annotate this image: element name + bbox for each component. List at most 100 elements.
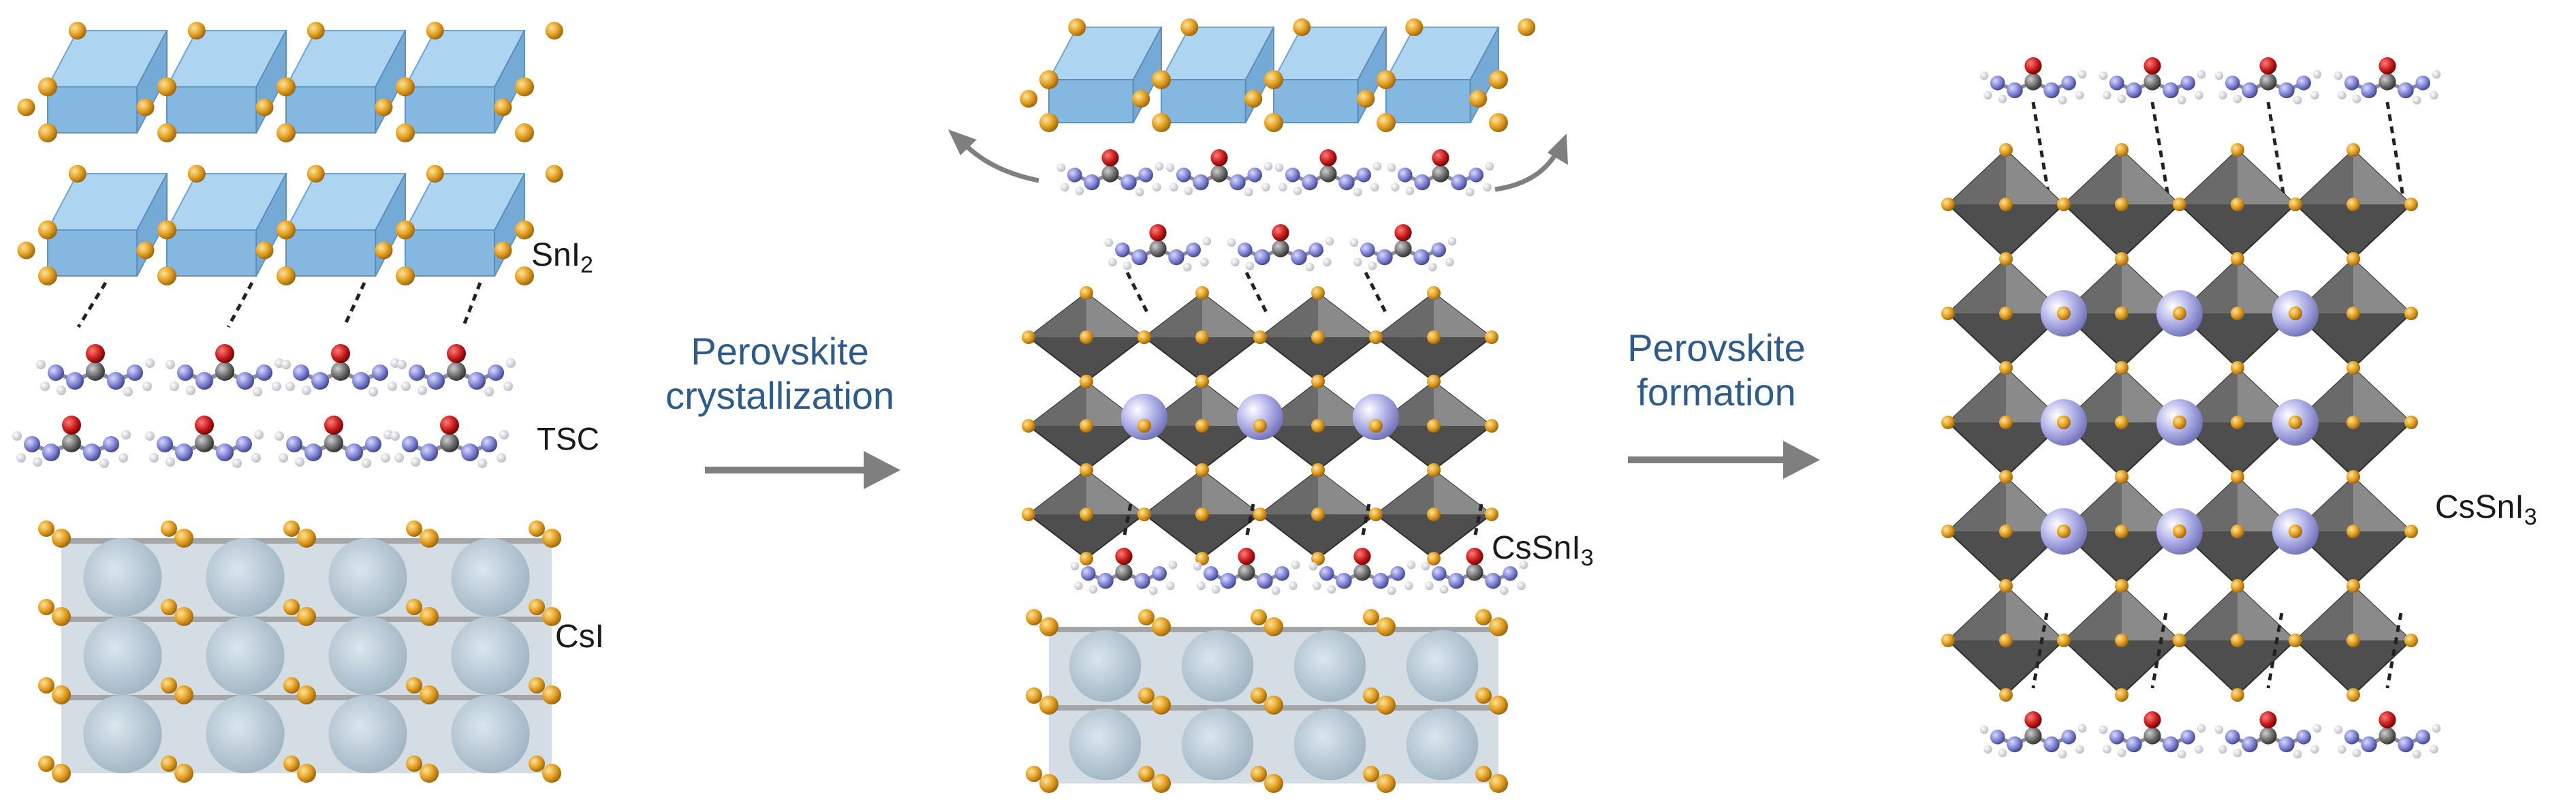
- carbon-atom: [195, 433, 214, 452]
- iodide-ion: [2404, 634, 2418, 647]
- iodide-ion: [1377, 774, 1396, 793]
- carbon-atom: [1319, 165, 1337, 183]
- cesium-ion: [1069, 708, 1142, 781]
- nitrogen-atom: [427, 372, 445, 390]
- right-panel: CsSnI3: [1941, 57, 2537, 759]
- hydrogen-atom: [1323, 258, 1332, 267]
- hydrogen-atom: [381, 453, 390, 463]
- tsc-molecule: [1070, 548, 1178, 595]
- hydrogen-atom: [2310, 91, 2319, 100]
- iodide-ion: [187, 22, 206, 40]
- hydrogen-bond: [1473, 503, 1483, 539]
- tsc-to-sni2-bonds: [76, 281, 482, 328]
- iodide-ion: [2173, 307, 2186, 320]
- oxygen-atom: [1319, 149, 1337, 167]
- sni6-octahedron: [1947, 476, 2065, 587]
- hydrogen-atom: [2412, 95, 2421, 105]
- iodide-ion: [1080, 286, 1093, 300]
- hydrogen-atom: [142, 382, 152, 391]
- nitrogen-atom: [1138, 167, 1153, 183]
- iodide-ion: [1377, 617, 1396, 636]
- nitrogen-atom: [1302, 174, 1318, 191]
- nitrogen-atom: [1247, 167, 1262, 183]
- sni6-octahedron: [2294, 367, 2413, 478]
- sni6-octahedron: [1143, 292, 1261, 383]
- tin-center: [2115, 307, 2129, 320]
- nitrogen-atom: [372, 364, 388, 381]
- hydrogen-atom: [1165, 163, 1175, 172]
- iodide-ion: [2231, 252, 2244, 266]
- cssni3-label-mid: CsSnI3: [1492, 530, 1594, 571]
- iodide-ion: [1377, 113, 1396, 132]
- nitrogen-atom: [1134, 572, 1150, 589]
- hydrogen-bond: [342, 281, 366, 328]
- tsc-molecule: [397, 344, 516, 397]
- iodide-ion: [161, 599, 177, 615]
- iodide-ion: [529, 520, 545, 537]
- nitrogen-atom: [1176, 167, 1191, 183]
- carbon-atom: [2259, 727, 2277, 745]
- oxygen-atom: [195, 416, 214, 435]
- nitrogen-atom: [1338, 174, 1355, 191]
- tsc-molecule: [166, 344, 284, 397]
- nitrogen-atom: [1336, 572, 1352, 589]
- hydrogen-atom: [166, 457, 175, 467]
- iodide-ion: [1489, 70, 1508, 89]
- tsc-molecule: [2214, 57, 2322, 105]
- iodide-ion: [1485, 330, 1498, 344]
- tin-center: [2346, 198, 2360, 211]
- hydrogen-atom: [99, 459, 109, 468]
- nitrogen-atom: [1229, 174, 1246, 191]
- hydrogen-atom: [2412, 749, 2421, 759]
- hydrogen-atom: [121, 430, 131, 439]
- hydrogen-atom: [2058, 95, 2067, 105]
- hydrogen-atom: [1517, 581, 1526, 591]
- nitrogen-atom: [42, 444, 60, 461]
- iodide-ion: [1999, 470, 2013, 484]
- iodide-ion: [1357, 90, 1375, 108]
- iodide-ion: [1137, 508, 1151, 521]
- hydrogen-atom: [1425, 581, 1434, 591]
- tsc-molecules-right-top: [1979, 57, 2441, 205]
- iodide-ion: [1020, 90, 1038, 108]
- detach-arrows: [948, 129, 1568, 192]
- hydrogen-bond: [76, 281, 108, 328]
- nitrogen-atom: [1372, 572, 1389, 589]
- hydrogen-atom: [2430, 91, 2438, 100]
- iodide-ion: [420, 764, 439, 783]
- nitrogen-atom: [2061, 76, 2076, 91]
- tin-center: [1080, 419, 1093, 433]
- iodide-ion: [1026, 687, 1042, 704]
- iodide-ion: [396, 220, 415, 240]
- hydrogen-atom: [1485, 161, 1494, 171]
- nitrogen-atom: [352, 372, 370, 390]
- oxygen-atom: [86, 344, 105, 363]
- oxygen-atom: [447, 344, 466, 363]
- iodide-ion: [1180, 18, 1199, 36]
- nitrogen-atom: [1257, 572, 1273, 589]
- nitrogen-atom: [2007, 82, 2023, 99]
- iodide-ion: [1195, 552, 1209, 565]
- nitrogen-atom: [195, 372, 213, 390]
- nitrogen-atom: [2398, 82, 2414, 99]
- nitrogen-atom: [409, 364, 425, 381]
- hydrogen-atom: [2197, 724, 2206, 733]
- iodide-ion: [2057, 634, 2071, 647]
- cesium-ion: [328, 616, 407, 696]
- iodide-ion: [420, 529, 439, 548]
- hydrogen-atom: [1274, 163, 1284, 172]
- iodide-ion: [283, 520, 300, 537]
- nitrogen-atom: [286, 436, 302, 452]
- tin-center: [2115, 525, 2129, 538]
- iodide-ion: [2346, 143, 2360, 157]
- hydrogen-atom: [1245, 261, 1255, 270]
- iodide-ion: [396, 123, 415, 142]
- hydrogen-atom: [1372, 161, 1382, 171]
- carbon-atom: [2259, 73, 2277, 91]
- oxygen-atom: [1353, 548, 1371, 565]
- iodide-ion: [2404, 307, 2418, 320]
- carbon-atom: [62, 433, 81, 452]
- step-crystallization: Perovskite crystallization: [665, 330, 900, 489]
- tsc-molecule: [1979, 57, 2087, 105]
